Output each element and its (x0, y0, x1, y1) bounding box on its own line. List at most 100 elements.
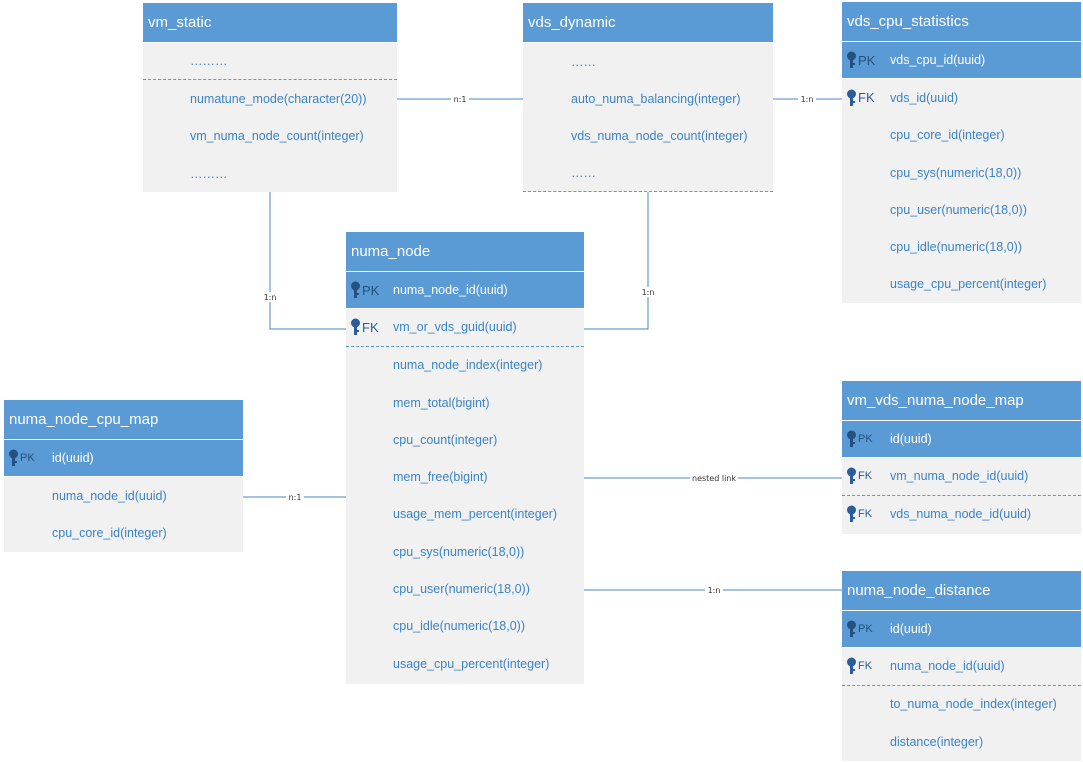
field-row: cpu_user(numeric(18,0)) (842, 191, 1081, 228)
field-name: cpu_idle(numeric(18,0)) (890, 240, 1023, 255)
field-row: ……… (143, 43, 397, 81)
key-type: FK (858, 508, 873, 521)
field-name: vm_numa_node_count(integer) (190, 129, 364, 144)
field-name: numa_node_index(integer) (393, 358, 543, 373)
field-name: vds_numa_node_id(uuid) (890, 507, 1032, 522)
key-badge: PK (350, 272, 379, 308)
field-row-pk: PK id(uuid) (842, 421, 1081, 459)
label-bg (705, 585, 723, 595)
key-type: FK (858, 660, 873, 673)
field-row: numa_node_id(uuid) (4, 477, 243, 514)
key-type: PK (20, 452, 35, 465)
entity-vds-cpu-statistics[interactable]: vds_cpu_statistics PK vds_cpu_id(uuid) F… (842, 2, 1081, 303)
key-icon (847, 657, 856, 675)
field-row: …… (523, 155, 773, 193)
key-icon (351, 318, 360, 336)
field-name: ……… (190, 54, 228, 69)
field-name: cpu_core_id(integer) (52, 526, 167, 541)
entity-vm-vds-numa-node-map[interactable]: vm_vds_numa_node_map PK id(uuid) FK vm_n… (842, 381, 1081, 534)
entity-title: numa_node_distance (842, 571, 1081, 611)
relationship-label: 1:n (642, 288, 655, 297)
field-row-pk: PK vds_cpu_id(uuid) (842, 42, 1081, 80)
field-name: cpu_sys(numeric(18,0)) (393, 544, 525, 559)
field-row: usage_mem_percent(integer) (346, 496, 584, 533)
field-row: vm_numa_node_count(integer) (143, 118, 397, 155)
field-row: cpu_idle(numeric(18,0)) (346, 608, 584, 645)
entity-title: numa_node_cpu_map (4, 400, 243, 440)
entity-title: numa_node (346, 232, 584, 272)
key-type: PK (858, 623, 873, 636)
label-bg (690, 473, 738, 483)
entity-numa-node[interactable]: numa_node PK numa_node_id(uuid) FK vm_or… (346, 232, 584, 684)
field-name: distance(integer) (890, 734, 984, 749)
key-badge: PK (846, 421, 873, 457)
key-badge: PK (846, 42, 875, 78)
field-row: cpu_core_id(integer) (4, 515, 243, 552)
field-row: to_numa_node_index(integer) (842, 686, 1081, 723)
field-name: numa_node_id(uuid) (52, 488, 167, 503)
field-name: cpu_core_id(integer) (890, 128, 1005, 143)
field-name: usage_cpu_percent(integer) (393, 656, 550, 671)
key-badge: FK (846, 496, 872, 533)
field-row: cpu_user(numeric(18,0)) (346, 570, 584, 607)
label-bg (798, 94, 816, 104)
key-icon (847, 505, 856, 523)
relationship-label: 1:n (264, 293, 277, 302)
field-name: numa_node_id(uuid) (393, 283, 508, 298)
entity-vds-dynamic[interactable]: vds_dynamic …… auto_numa_balancing(integ… (523, 3, 773, 193)
field-row-fk: FK vds_numa_node_id(uuid) (842, 496, 1081, 533)
field-name: numa_node_id(uuid) (890, 659, 1005, 674)
relationship-label: n:1 (454, 95, 467, 104)
field-name: cpu_idle(numeric(18,0)) (393, 619, 526, 634)
field-name: numatune_mode(character(20)) (190, 91, 367, 106)
field-name: auto_numa_balancing(integer) (571, 91, 741, 106)
field-name: usage_cpu_percent(integer) (890, 277, 1047, 292)
field-row: auto_numa_balancing(integer) (523, 80, 773, 117)
field-row: mem_total(bigint) (346, 384, 584, 421)
field-name: ……… (190, 166, 228, 181)
entity-title: vm_vds_numa_node_map (842, 381, 1081, 421)
label-bg (640, 287, 657, 297)
label-bg (286, 492, 304, 502)
entity-numa-node-distance[interactable]: numa_node_distance PK id(uuid) FK numa_n… (842, 571, 1081, 761)
field-row-fk: FK vds_id(uuid) (842, 79, 1081, 116)
key-icon (9, 449, 18, 467)
field-name: mem_total(bigint) (393, 395, 490, 410)
relationship-label: 1:n (708, 586, 721, 595)
field-name: vds_cpu_id(uuid) (890, 53, 986, 68)
key-type: PK (858, 433, 873, 446)
field-name: usage_mem_percent(integer) (393, 507, 557, 522)
field-row: vds_numa_node_count(integer) (523, 118, 773, 155)
field-name: cpu_count(integer) (393, 432, 498, 447)
field-row: …… (523, 43, 773, 80)
key-type: FK (858, 90, 875, 106)
field-row: cpu_count(integer) (346, 421, 584, 458)
key-icon (847, 467, 856, 485)
key-icon (847, 620, 856, 638)
key-icon (847, 430, 856, 448)
entity-title: vds_cpu_statistics (842, 2, 1081, 42)
field-row-fk: FK numa_node_id(uuid) (842, 648, 1081, 686)
key-icon (847, 89, 856, 106)
relationship-label: nested link (692, 474, 736, 483)
field-row: ……… (143, 155, 397, 192)
entity-numa-node-cpu-map[interactable]: numa_node_cpu_map PK id(uuid) numa_node_… (4, 400, 243, 552)
field-row: cpu_core_id(integer) (842, 117, 1081, 154)
entity-title: vds_dynamic (523, 3, 773, 43)
relationship-label: 1:n (801, 95, 814, 104)
field-row: numa_node_index(integer) (346, 347, 584, 384)
key-badge: FK (846, 458, 872, 494)
field-name: …… (571, 54, 596, 69)
field-row: numatune_mode(character(20)) (143, 80, 397, 117)
key-type: FK (858, 470, 873, 483)
field-row-fk: FK vm_or_vds_guid(uuid) (346, 309, 584, 347)
field-name: to_numa_node_index(integer) (890, 697, 1057, 712)
entity-vm-static[interactable]: vm_static ……… numatune_mode(character(20… (143, 3, 397, 192)
field-row: cpu_sys(numeric(18,0)) (842, 154, 1081, 191)
field-name: id(uuid) (52, 451, 94, 466)
field-row: mem_free(bigint) (346, 458, 584, 495)
key-badge: PK (8, 440, 35, 476)
key-icon (351, 281, 360, 299)
key-badge: FK (846, 648, 872, 684)
